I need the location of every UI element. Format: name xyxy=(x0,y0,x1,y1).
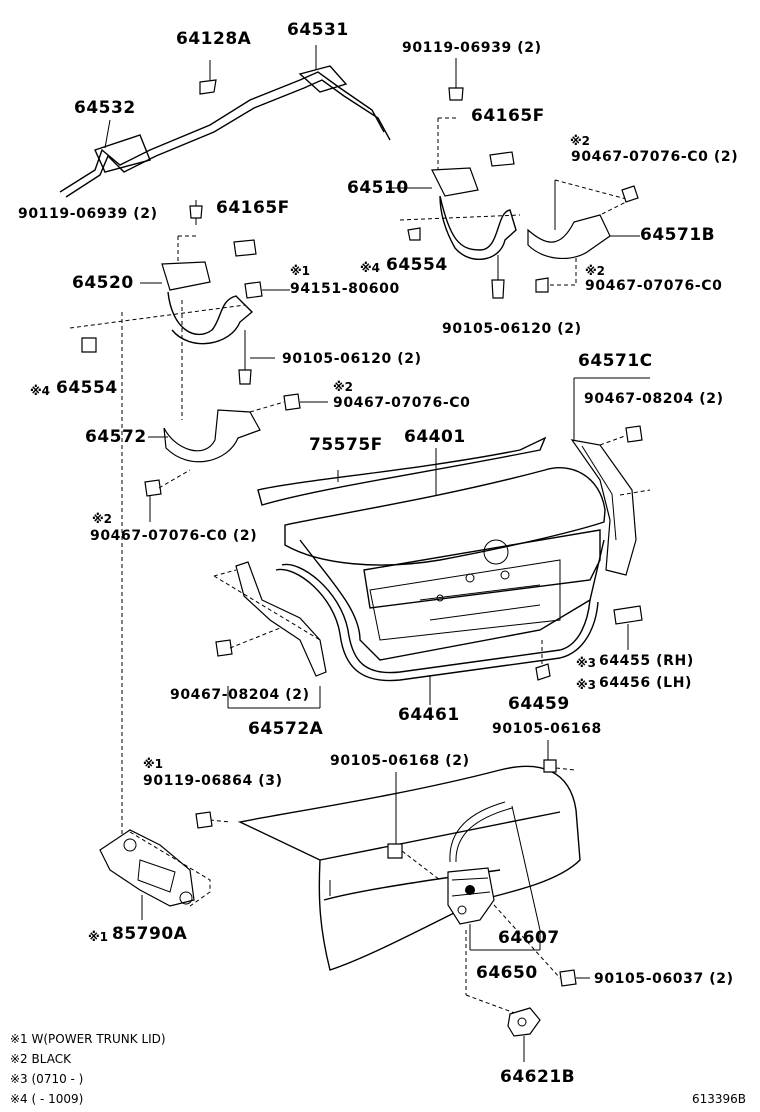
bracket-64571C xyxy=(570,377,651,576)
part-label-64571C[interactable]: 64571C xyxy=(578,351,653,371)
note-mark-2-b: ※2 xyxy=(585,264,606,278)
note-mark-2-a: ※2 xyxy=(570,134,591,148)
part-label-64165F-left[interactable]: 64165F xyxy=(216,198,290,218)
footnote-4: ※4 ( - 1009) xyxy=(10,1092,84,1106)
part-label-90119-06939-top[interactable]: 90119-06939 (2) xyxy=(402,40,542,56)
part-label-90467-08204-left[interactable]: 90467-08204 (2) xyxy=(170,687,310,703)
lock-assembly-64650 xyxy=(447,867,590,1016)
part-label-64520[interactable]: 64520 xyxy=(72,273,134,293)
part-label-64571B[interactable]: 64571B xyxy=(640,225,716,245)
part-label-90467-07076-C0-left-2[interactable]: 90467-07076-C0 (2) xyxy=(90,528,258,544)
trunk-lid-64401 xyxy=(257,436,606,661)
hinge-64510 xyxy=(388,58,521,299)
note-mark-1-c: ※1 xyxy=(88,930,109,944)
part-label-64459[interactable]: 64459 xyxy=(508,694,570,714)
part-label-90105-06037[interactable]: 90105-06037 (2) xyxy=(594,971,734,987)
part-label-64572A[interactable]: 64572A xyxy=(248,719,324,739)
part-label-64554-left[interactable]: 64554 xyxy=(56,378,118,398)
footnote-1: ※1 W(POWER TRUNK LID) xyxy=(10,1032,166,1046)
seal-64461 xyxy=(275,563,599,705)
footnote-2: ※2 BLACK xyxy=(10,1052,71,1066)
part-label-64165F-top[interactable]: 64165F xyxy=(471,106,545,126)
note-mark-3-a: ※3 xyxy=(576,656,597,670)
part-label-75575F[interactable]: 75575F xyxy=(309,435,383,455)
part-label-64456-lh[interactable]: 64456 (LH) xyxy=(599,675,693,691)
part-label-90119-06939-left[interactable]: 90119-06939 (2) xyxy=(18,206,158,222)
note-mark-1-b: ※1 xyxy=(143,757,164,771)
trunk-lid-outer-panel xyxy=(237,740,581,971)
note-mark-2-d: ※2 xyxy=(92,512,113,526)
bracket-64572 xyxy=(144,393,328,522)
part-label-64572[interactable]: 64572 xyxy=(85,427,147,447)
part-label-64461[interactable]: 64461 xyxy=(398,705,460,725)
bracket-64572A xyxy=(213,561,327,709)
part-label-64532[interactable]: 64532 xyxy=(74,98,136,118)
part-label-90467-08204-right[interactable]: 90467-08204 (2) xyxy=(584,391,724,407)
note-mark-2-c: ※2 xyxy=(333,380,354,394)
footnote-3: ※3 (0710 - ) xyxy=(10,1072,84,1086)
note-mark-4-b: ※4 xyxy=(30,384,51,398)
hinge-64520 xyxy=(69,200,290,835)
actuator-85790A xyxy=(99,811,231,920)
part-label-90105-06168-2[interactable]: 90105-06168 (2) xyxy=(330,753,470,769)
note-mark-1-a: ※1 xyxy=(290,264,311,278)
part-label-64510[interactable]: 64510 xyxy=(347,178,409,198)
part-label-64128A[interactable]: 64128A xyxy=(176,29,252,49)
note-mark-3-b: ※3 xyxy=(576,678,597,692)
part-label-64531[interactable]: 64531 xyxy=(287,20,349,40)
striker-64621B xyxy=(507,1007,541,1062)
part-label-90105-06120-left[interactable]: 90105-06120 (2) xyxy=(282,351,422,367)
part-label-64554-right[interactable]: 64554 xyxy=(386,255,448,275)
part-label-85790A[interactable]: 85790A xyxy=(112,924,188,944)
part-label-90467-07076-C0-mid[interactable]: 90467-07076-C0 xyxy=(333,395,471,411)
note-mark-4-a: ※4 xyxy=(360,261,381,275)
part-label-64621B[interactable]: 64621B xyxy=(500,1067,576,1087)
diagram-id: 613396B xyxy=(691,1092,746,1106)
part-label-90105-06120-right[interactable]: 90105-06120 (2) xyxy=(442,321,582,337)
part-label-90467-07076-C0-2[interactable]: 90467-07076-C0 (2) xyxy=(571,149,739,165)
part-label-90467-07076-C0-right[interactable]: 90467-07076-C0 xyxy=(585,278,723,294)
part-label-64607[interactable]: 64607 xyxy=(498,928,560,948)
part-label-90119-06864[interactable]: 90119-06864 (3) xyxy=(143,773,283,789)
part-label-64455-rh[interactable]: 64455 (RH) xyxy=(599,653,694,669)
spacer-64455-64456 xyxy=(535,605,643,681)
part-label-64650[interactable]: 64650 xyxy=(476,963,538,983)
part-label-90105-06168[interactable]: 90105-06168 xyxy=(492,721,602,737)
bracket-64571B xyxy=(527,179,640,293)
part-label-94151-80600[interactable]: 94151-80600 xyxy=(290,281,400,297)
part-label-64401[interactable]: 64401 xyxy=(404,427,466,447)
cable-assembly-64531-64532 xyxy=(59,45,391,198)
